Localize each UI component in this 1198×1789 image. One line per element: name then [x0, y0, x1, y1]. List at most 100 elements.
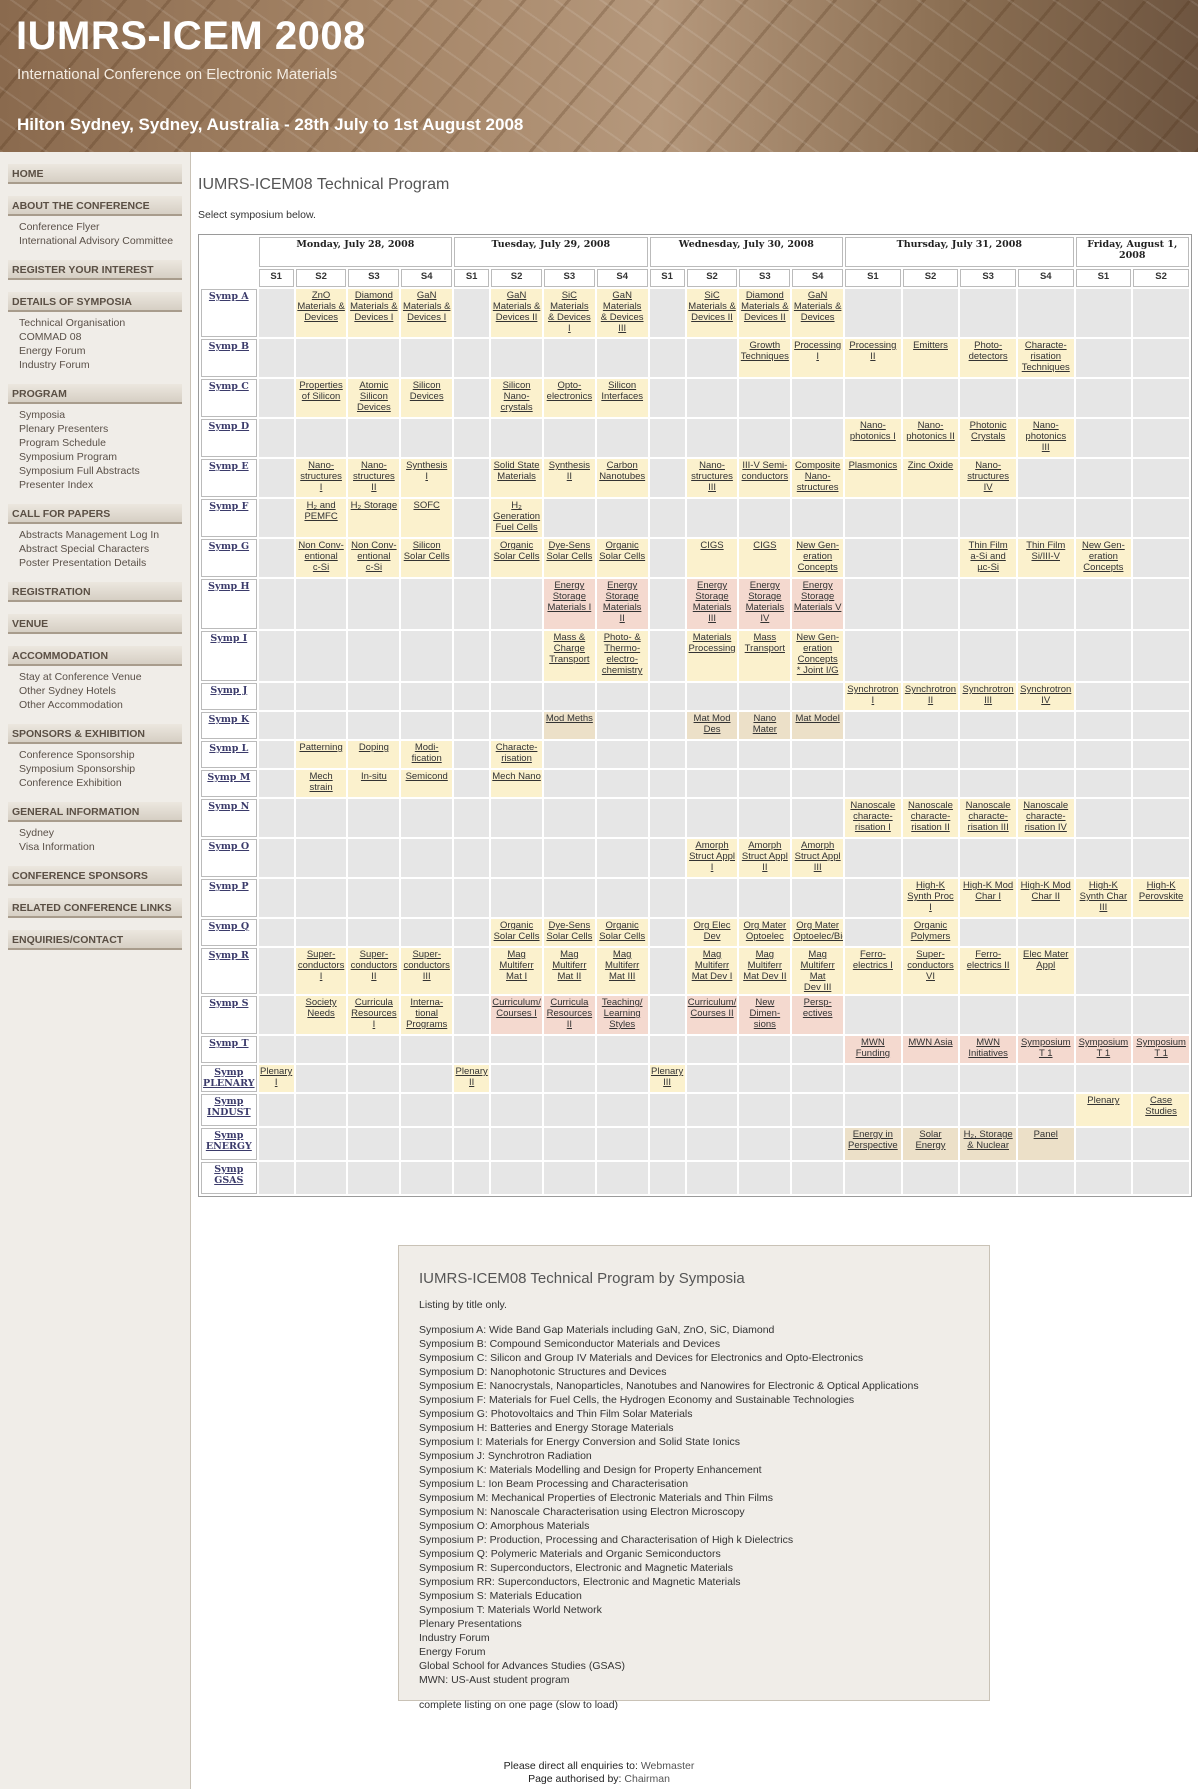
symposium-link[interactable]: Symp B: [201, 339, 257, 377]
symposium-list-item[interactable]: Symposium A: Wide Band Gap Materials inc…: [419, 1324, 775, 1336]
session-link[interactable]: III-V Semi-conductors: [739, 459, 791, 497]
symposium-list-item[interactable]: Symposium RR: Superconductors, Electroni…: [419, 1576, 741, 1588]
session-link[interactable]: CIGS: [686, 539, 738, 577]
session-link[interactable]: CIGS: [739, 539, 791, 577]
nav-sponsors-exhibition[interactable]: SPONSORS & EXHIBITION: [8, 724, 182, 744]
symposium-list-item[interactable]: Symposium N: Nanoscale Characterisation …: [419, 1506, 745, 1518]
session-link[interactable]: Ferro-electrics II: [960, 948, 1016, 994]
symposium-link[interactable]: Symp F: [201, 499, 257, 537]
nav-item-symposium-sponsorship[interactable]: Symposium Sponsorship: [19, 763, 136, 775]
symposium-link[interactable]: Symp A: [201, 289, 257, 337]
symposium-list-item[interactable]: Symposium O: Amorphous Materials: [419, 1520, 590, 1532]
symposium-link[interactable]: Symp R: [201, 948, 257, 994]
nav-item-international-advisory-committee[interactable]: International Advisory Committee: [19, 235, 174, 247]
session-link[interactable]: Emitters: [902, 339, 959, 377]
session-link[interactable]: Mech Nano: [491, 770, 542, 797]
symposium-list-item[interactable]: Symposium J: Synchrotron Radiation: [419, 1450, 592, 1462]
symposium-link[interactable]: Symp G: [201, 539, 257, 577]
nav-item-commad-08[interactable]: COMMAD 08: [19, 331, 82, 343]
symposium-list-item[interactable]: Symposium B: Compound Semiconductor Mate…: [419, 1338, 721, 1350]
nav-item-conference-flyer[interactable]: Conference Flyer: [19, 221, 100, 233]
nav-item-program-schedule[interactable]: Program Schedule: [19, 437, 106, 449]
symposium-list-item[interactable]: Symposium P: Production, Processing and …: [419, 1534, 794, 1546]
symposium-list-item[interactable]: Symposium K: Materials Modelling and Des…: [419, 1464, 762, 1476]
session-link[interactable]: In-situ: [348, 770, 400, 797]
symposium-list-item[interactable]: Industry Forum: [419, 1632, 490, 1644]
nav-item-conference-exhibition[interactable]: Conference Exhibition: [19, 777, 122, 789]
nav-item-poster-presentation-details[interactable]: Poster Presentation Details: [19, 557, 147, 569]
session-link[interactable]: Mod Meths: [543, 712, 595, 739]
symposium-list-item[interactable]: Global School for Advances Studies (GSAS…: [419, 1660, 626, 1672]
session-link[interactable]: Nano-photonics II: [902, 419, 959, 457]
session-link[interactable]: Characte-risation: [491, 741, 542, 768]
symposium-link[interactable]: Symp O: [201, 839, 257, 877]
symposium-list-item[interactable]: Symposium G: Photovoltaics and Thin Film…: [419, 1408, 693, 1420]
nav-call-for-papers[interactable]: CALL FOR PAPERS: [8, 504, 182, 524]
symposium-link[interactable]: Symp N: [201, 799, 257, 837]
symposium-list-item[interactable]: Symposium H: Batteries and Energy Storag…: [419, 1422, 674, 1434]
nav-item-industry-forum[interactable]: Industry Forum: [19, 359, 90, 371]
session-link[interactable]: Plenary: [1075, 1094, 1132, 1126]
symposium-link[interactable]: Symp H: [201, 579, 257, 629]
session-link[interactable]: Zinc Oxide: [902, 459, 959, 497]
symposium-list-item[interactable]: Symposium M: Mechanical Properties of El…: [419, 1492, 774, 1504]
nav-item-other-sydney-hotels[interactable]: Other Sydney Hotels: [19, 685, 116, 697]
session-link[interactable]: Photo-detectors: [960, 339, 1016, 377]
